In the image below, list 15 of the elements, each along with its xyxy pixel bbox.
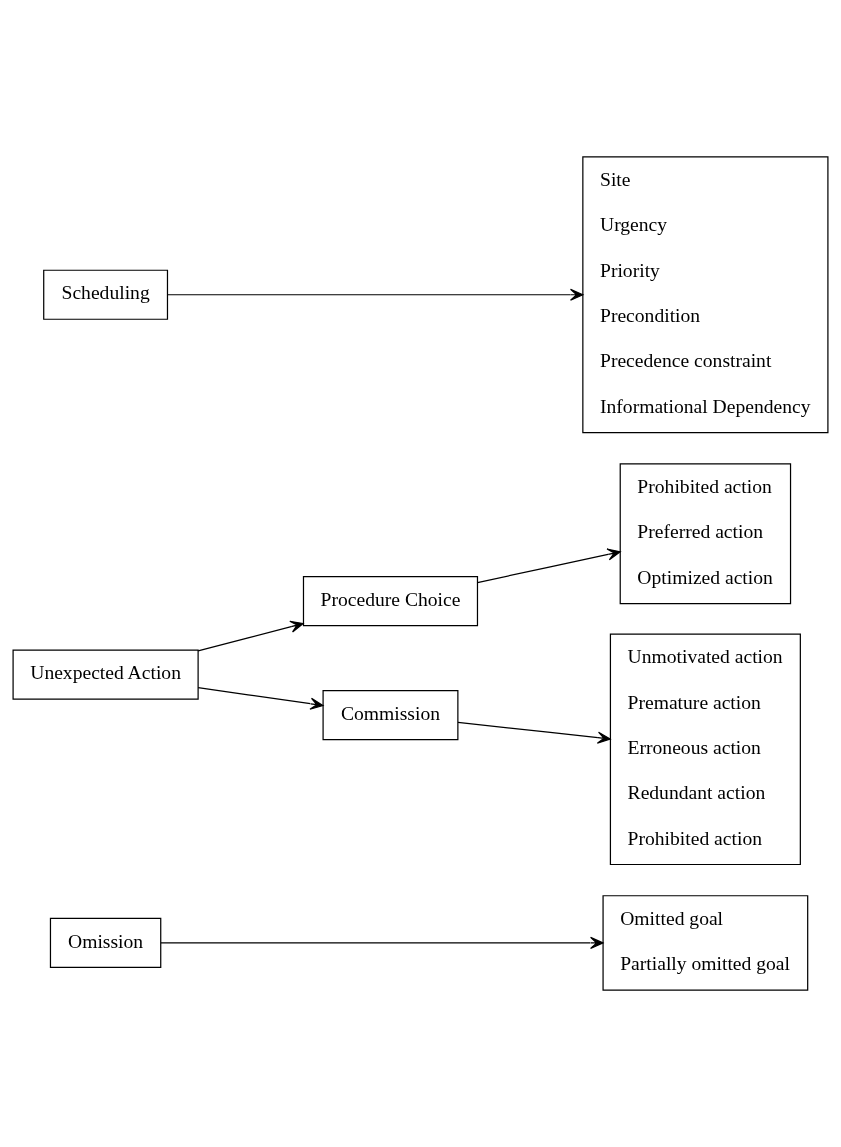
arrow bbox=[457, 721, 611, 744]
node-box: Unmotivated action Premature action Erroneous action Redundant action Prohibited action bbox=[609, 633, 801, 866]
node-box: Scheduling bbox=[43, 269, 169, 320]
node-box: Procedure Choice bbox=[302, 575, 479, 627]
arrow bbox=[197, 620, 304, 652]
arrow bbox=[167, 288, 584, 301]
arrow bbox=[476, 548, 621, 584]
node-box: Site Urgency Priority Precondition Precedence constraint Informational Dependency bbox=[582, 156, 829, 434]
node-box: Unexpected Action bbox=[12, 649, 199, 700]
node-box: Prohibited action Preferred action Optimized action bbox=[619, 463, 792, 605]
arrow bbox=[197, 687, 324, 710]
arrow bbox=[160, 936, 604, 950]
node-box: Omitted goal Partially omitted goal bbox=[602, 895, 809, 991]
node-box: Omission bbox=[49, 917, 162, 969]
node-box: Commission bbox=[322, 689, 459, 741]
